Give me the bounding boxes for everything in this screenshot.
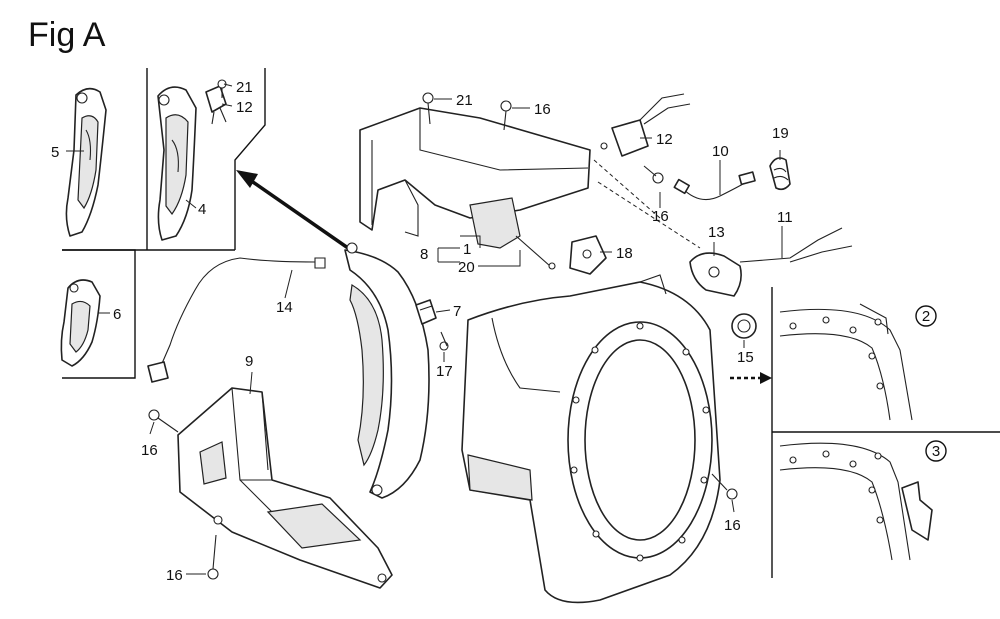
part-15-grommet [731, 313, 757, 339]
callout-17: 17 [436, 363, 453, 380]
part-18-clamp [569, 235, 607, 275]
center-shroud-panel [344, 242, 430, 499]
variant-2-label: 2 [922, 308, 930, 325]
part-20-screw [515, 235, 556, 270]
part-9-lower-cover [177, 387, 393, 589]
callout-1: 1 [463, 241, 471, 258]
callout-12-module: 12 [656, 131, 673, 148]
part-17-screw [439, 331, 449, 351]
part-10-wire [673, 171, 756, 201]
callout-10: 10 [712, 143, 729, 160]
part-16-screw-right-upper [643, 165, 664, 184]
housing-bolt-holes [570, 322, 710, 562]
callout-8: 8 [420, 246, 428, 263]
part-11-cable [739, 227, 853, 263]
part-21-bolt-upper [422, 92, 434, 125]
left-mid-panel-border [62, 249, 136, 379]
part-7-clip [415, 299, 437, 325]
upper-mounting-bracket [359, 107, 591, 249]
bolt-16-left-lower [207, 534, 219, 580]
fan-housing [461, 274, 721, 604]
callout-18: 18 [616, 245, 633, 262]
variant-2-detail [779, 303, 913, 421]
callout-19: 19 [772, 125, 789, 142]
callout-21-small-bolt: 21 [236, 79, 253, 96]
part-4-cover [157, 86, 197, 241]
variant-3-detail [779, 442, 933, 561]
part-19-spring [769, 157, 791, 191]
callout-15: 15 [737, 349, 754, 366]
part-12-connector-small [205, 85, 227, 125]
direction-arrow-variant [730, 372, 772, 384]
assembly-guide-line [593, 159, 701, 249]
callout-20: 20 [458, 259, 475, 276]
callout-16-housing: 16 [724, 517, 741, 534]
part-13-sensor [689, 252, 742, 297]
callout-11: 11 [777, 209, 793, 226]
callout-7: 7 [453, 303, 461, 320]
variant-panel-border [771, 287, 1000, 578]
bolt-16-housing [711, 473, 738, 500]
callout-9: 9 [245, 353, 253, 370]
callout-5: 5 [51, 144, 59, 161]
figure-title: Fig A [28, 16, 106, 54]
callout-4: 4 [198, 201, 206, 218]
callout-12-small-connector: 12 [236, 99, 253, 116]
callout-14: 14 [276, 299, 293, 316]
bolt-16-left-upper [148, 409, 179, 433]
variant-2-badge: 2 [915, 305, 937, 327]
callout-6: 6 [113, 306, 121, 323]
callout-16-left-upper: 16 [141, 442, 158, 459]
part-5-cover [65, 87, 107, 237]
part-6-cover [60, 279, 101, 367]
part-16-bolt-upper [500, 100, 512, 131]
callout-16-upper-bolt: 16 [534, 101, 551, 118]
callout-16-right-screw: 16 [652, 208, 669, 225]
direction-arrow-upper-left [236, 170, 349, 250]
part-12-module [600, 93, 691, 157]
part-14-cable [147, 257, 326, 383]
callout-13: 13 [708, 224, 725, 241]
variant-3-label: 3 [932, 443, 940, 460]
variant-3-badge: 3 [925, 440, 947, 462]
callout-16-left-lower: 16 [166, 567, 183, 584]
leader-lines [66, 83, 783, 575]
callout-21-upper-bolt: 21 [456, 92, 473, 109]
